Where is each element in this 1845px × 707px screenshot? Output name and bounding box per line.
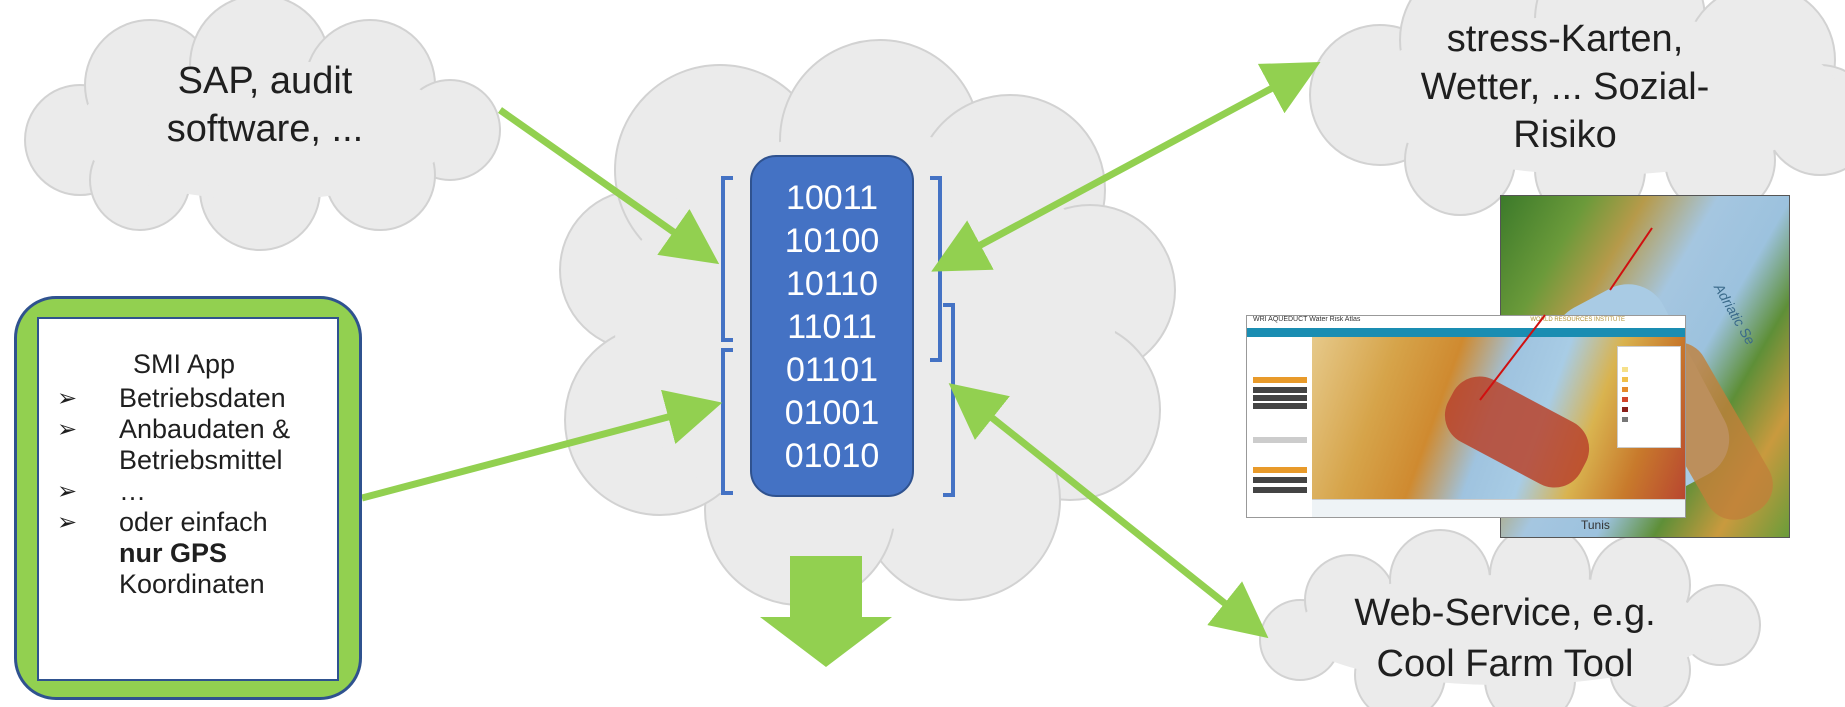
risk-cloud-text: stress-Karten, Wetter, ... Sozial- Risik… bbox=[1395, 15, 1735, 159]
lower-bracket-left bbox=[721, 348, 733, 495]
sap-cloud-line-1: SAP, audit bbox=[177, 60, 353, 102]
map-sea-label: Adriatic Se bbox=[1710, 280, 1759, 348]
smi-app-frame: SMI App ➢ Betriebsdaten ➢ Anbaudaten & B… bbox=[14, 296, 362, 700]
arrow-data-webservice-bidirectional bbox=[948, 383, 1269, 639]
binary-row: 10100 bbox=[784, 222, 880, 260]
risk-cloud-line-3: Risiko bbox=[1513, 114, 1617, 156]
risk-cloud-line-2: Wetter, ... Sozial- bbox=[1420, 66, 1710, 108]
webservice-cloud-line-1: Web-Service, e.g. bbox=[1354, 592, 1656, 634]
arrow-bullet-icon: ➢ bbox=[57, 385, 78, 412]
sap-cloud-text: SAP, audit software, ... bbox=[120, 57, 410, 153]
water-risk-atlas-screenshot: WRI AQUEDUCT Water Risk Atlas WORLD RESO… bbox=[1246, 315, 1686, 518]
down-arrow bbox=[760, 556, 892, 667]
atlas-high-risk-zone bbox=[1434, 365, 1600, 499]
arrow-data-risk-bidirectional bbox=[931, 62, 1321, 272]
webservice-cloud-line-2: Cool Farm Tool bbox=[1376, 643, 1634, 685]
risk-cloud-line-1: stress-Karten, bbox=[1446, 18, 1684, 60]
list-item: ➢ oder einfach nur GPS Koordinaten bbox=[57, 507, 347, 600]
webservice-cloud bbox=[1259, 524, 1761, 707]
binary-data-block: 10011 10100 10110 11011 01101 01001 0101… bbox=[750, 155, 914, 497]
arrow-bullet-icon: ➢ bbox=[57, 509, 78, 536]
list-item: ➢ Anbaudaten & Betriebsmittel bbox=[57, 414, 347, 476]
smi-app-screen: SMI App ➢ Betriebsdaten ➢ Anbaudaten & B… bbox=[37, 317, 339, 681]
map-city-label: Tunis bbox=[1581, 518, 1610, 532]
sap-cloud-line-2: software, ... bbox=[166, 108, 364, 150]
list-item-text: Anbaudaten & Betriebsmittel bbox=[119, 414, 291, 475]
atlas-legend bbox=[1617, 346, 1681, 448]
upper-bracket-left bbox=[721, 176, 733, 342]
smi-app-list: ➢ Betriebsdaten ➢ Anbaudaten & Betriebsm… bbox=[57, 383, 347, 600]
list-item-bold: nur GPS bbox=[119, 538, 228, 568]
binary-row: 01010 bbox=[784, 437, 880, 475]
list-item-text: oder einfach bbox=[119, 507, 268, 537]
binary-row: 10011 bbox=[785, 179, 879, 217]
risk-cloud bbox=[1309, 0, 1845, 226]
atlas-sidebar bbox=[1247, 337, 1312, 517]
arrow-bullet-icon: ➢ bbox=[57, 478, 78, 505]
list-item: ➢ Betriebsdaten bbox=[57, 383, 347, 414]
atlas-brand: WORLD RESOURCES INSTITUTE bbox=[1530, 317, 1625, 323]
binary-row: 11011 bbox=[787, 308, 877, 346]
atlas-title: WRI AQUEDUCT Water Risk Atlas bbox=[1253, 316, 1361, 323]
list-item-tail: Koordinaten bbox=[119, 569, 265, 599]
atlas-navbar bbox=[1247, 328, 1685, 337]
arrow-sap-to-data bbox=[497, 107, 720, 265]
arrow-bullet-icon: ➢ bbox=[57, 416, 78, 443]
arrow-app-to-data bbox=[361, 389, 723, 502]
sap-cloud bbox=[24, 0, 501, 251]
atlas-footer bbox=[1312, 499, 1685, 517]
webservice-cloud-text: Web-Service, e.g. Cool Farm Tool bbox=[1320, 588, 1690, 690]
list-item-text: … bbox=[119, 476, 146, 506]
binary-row: 01101 bbox=[785, 351, 879, 389]
binary-row: 01001 bbox=[784, 394, 880, 432]
list-item: ➢ … bbox=[57, 476, 347, 507]
smi-app-title: SMI App bbox=[132, 349, 236, 379]
list-item-text: Betriebsdaten bbox=[119, 383, 286, 413]
binary-row: 10110 bbox=[785, 265, 879, 303]
